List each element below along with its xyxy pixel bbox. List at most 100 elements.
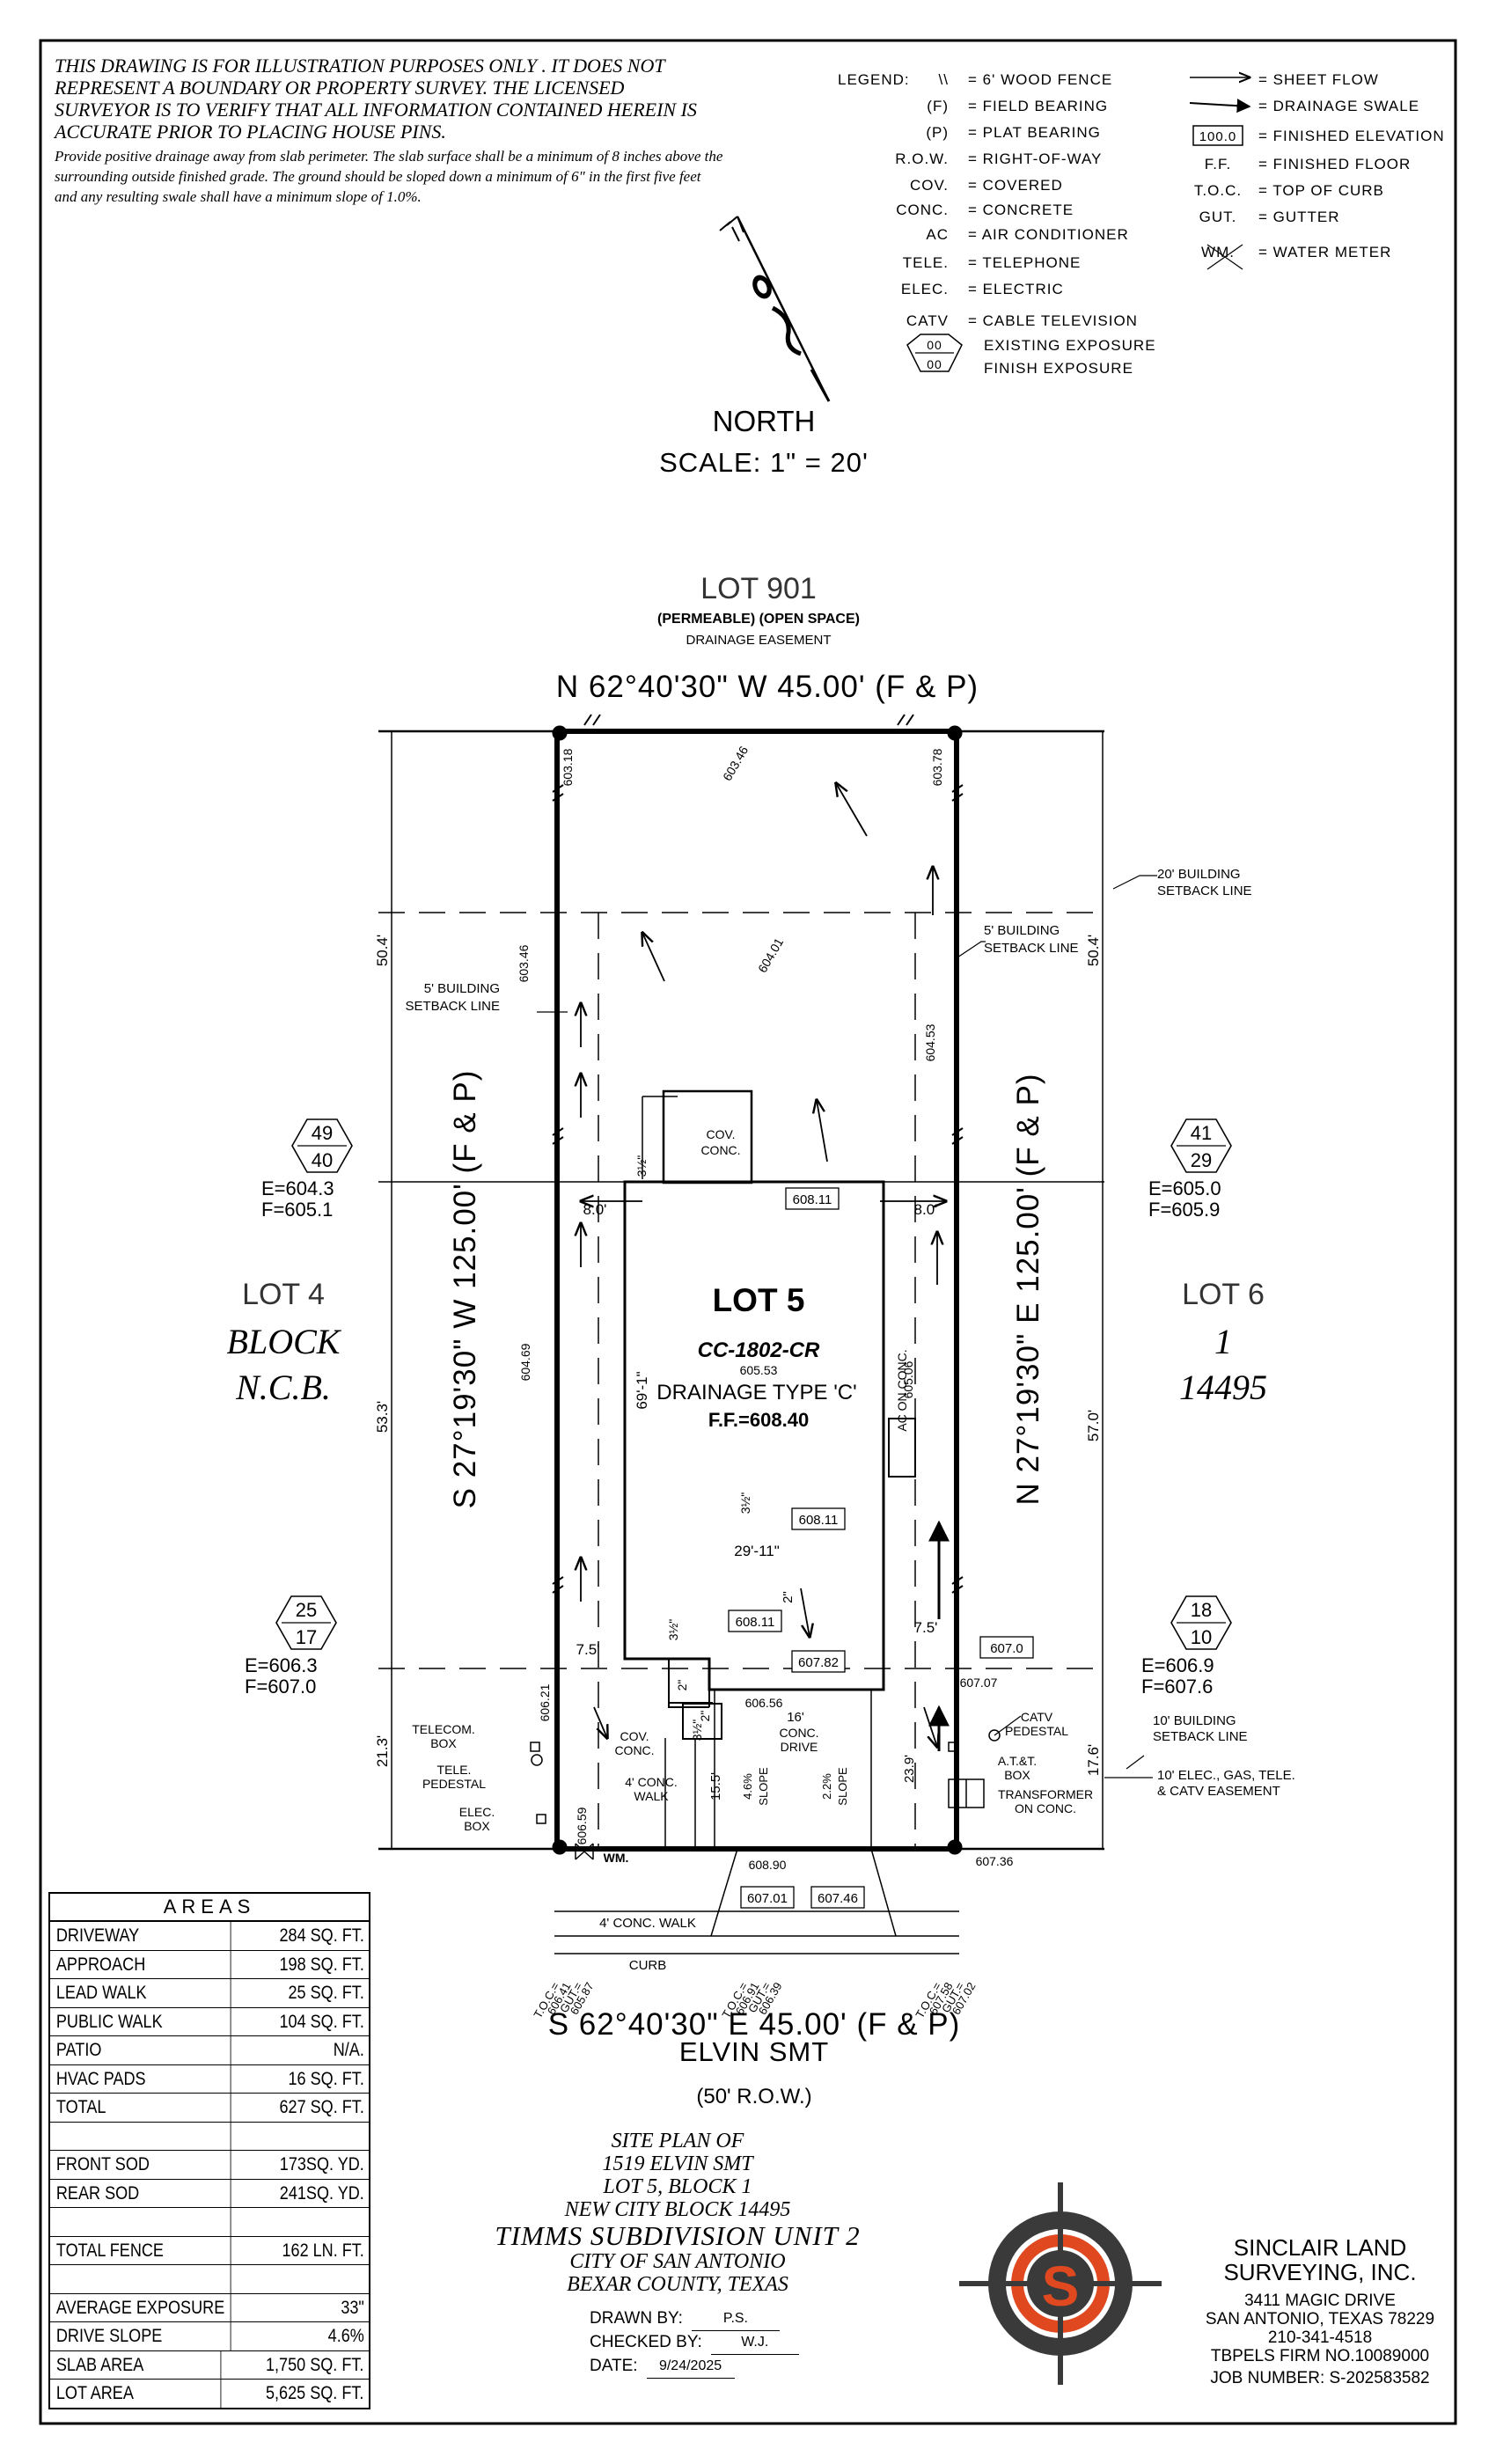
wm-label: WM. <box>604 1851 629 1865</box>
dim-2in: 2" <box>781 1591 796 1603</box>
plan-labels: S 27°19'30" W 125.00' (F & P)N 27°19'30"… <box>227 744 1295 2108</box>
legend-key: F.F. <box>1205 156 1231 172</box>
area-label: LEAD WALK <box>50 1979 231 2007</box>
area-label: LOT AREA <box>50 2380 222 2408</box>
legend-key: (F) <box>927 98 949 114</box>
dim-21-3: 21.3' <box>374 1735 391 1767</box>
spot-elevation: 605.06 <box>901 1360 915 1398</box>
area-label: FRONT SOD <box>50 2151 231 2179</box>
exposure-key: 00 00 EXISTING EXPOSURE FINISH EXPOSURE <box>906 334 1155 377</box>
area-label <box>50 2265 231 2293</box>
legend-value: = CONCRETE <box>968 202 1074 218</box>
setback-5-right: 5' BUILDING <box>984 923 1060 938</box>
spot-elevation: 603.46 <box>720 744 751 783</box>
north-arrow-tip-icon <box>810 369 831 402</box>
dim-50-4-right: 50.4' <box>1085 935 1102 966</box>
legend-value: = FINISHED FLOOR <box>1258 156 1411 172</box>
spot-elevation: 604.53 <box>923 1023 937 1061</box>
legend-value: = TOP OF CURB <box>1258 182 1384 199</box>
spot-elevation: 605.53 <box>740 1363 778 1377</box>
legend-value: = DRAINAGE SWALE <box>1258 98 1419 114</box>
dim-15-5: 15.5' <box>708 1772 723 1800</box>
area-value: 33" <box>341 2297 364 2318</box>
logo-letter: S <box>1042 2255 1080 2318</box>
elevation-value: 607.46 <box>818 1891 858 1906</box>
dim-7-5-right: 7.5' <box>914 1619 938 1636</box>
spot-elevation: 603.46 <box>517 944 531 982</box>
finish-elevation: F=607.0 <box>245 1676 316 1698</box>
lot-901-drainage: DRAINAGE EASEMENT <box>686 633 831 648</box>
spot-elevation: 603.18 <box>561 748 575 786</box>
area-value: N/A. <box>333 2040 364 2060</box>
north-arrow-feather-icon <box>719 216 744 242</box>
lead-walk-label: 4' CONC. <box>625 1775 677 1789</box>
dim-50-4-left: 50.4' <box>374 935 391 966</box>
setback-5-left-2: SETBACK LINE <box>405 999 500 1014</box>
telecom-box-icon <box>530 1742 540 1752</box>
title-line-4: NEW CITY BLOCK 14495 <box>564 2198 791 2221</box>
att-label: A.T.&T. <box>998 1754 1037 1768</box>
legend-key: 100.0 <box>1199 129 1237 144</box>
legend-key: GUT. <box>1199 209 1237 225</box>
legend-key: \\ <box>939 71 949 88</box>
tele-pedestal-label-2: PEDESTAL <box>422 1777 486 1791</box>
area-label: DRIVEWAY <box>50 1922 231 1950</box>
finish-elevation: F=607.6 <box>1141 1676 1213 1698</box>
area-value: 1,750 SQ. FT. <box>266 2354 364 2375</box>
catv-label: CATV <box>1021 1710 1053 1724</box>
company-block: SINCLAIR LAND SURVEYING, INC. 3411 MAGIC… <box>1170 2235 1470 2388</box>
job-number: JOB NUMBER: S-202583582 <box>1210 2369 1430 2387</box>
ac-on-conc: AC ON CONC. <box>895 1349 909 1431</box>
setback-10-label: 10' BUILDING <box>1153 1713 1236 1728</box>
exposure-key-bottom: 00 <box>927 357 942 371</box>
drainage-swale-symbol <box>1189 99 1251 114</box>
dim-23-9: 23.9' <box>902 1755 917 1783</box>
elevation-value: 607.82 <box>798 1655 839 1670</box>
area-label: TOTAL FENCE <box>50 2236 231 2264</box>
area-value: 284 SQ. FT. <box>279 1925 364 1946</box>
company-logo: S <box>959 2182 1162 2385</box>
telecom-label-2: BOX <box>430 1736 457 1750</box>
dim-2in-c: 2" <box>698 1711 712 1722</box>
area-value: 25 SQ. FT. <box>288 1983 364 2003</box>
spot-elevation: 608.90 <box>749 1858 787 1872</box>
credits: DRAWN BY:P.S. CHECKED BY:W.J. DATE:9/24/… <box>590 2307 854 2379</box>
cov-conc-top: COV. <box>707 1127 736 1141</box>
area-label: APPROACH <box>50 1950 231 1978</box>
company-phone: 210-341-4518 <box>1267 2328 1373 2347</box>
area-label: DRIVE SLOPE <box>50 2322 231 2350</box>
telecom-label: TELECOM. <box>412 1722 475 1736</box>
att-label-2: BOX <box>1004 1768 1030 1782</box>
dim-57-0: 57.0' <box>1085 1410 1102 1441</box>
area-label: REAR SOD <box>50 2179 231 2207</box>
setback-5-right-2: SETBACK LINE <box>984 941 1079 956</box>
easement-label: 10' ELEC., GAS, TELE. <box>1157 1768 1295 1783</box>
area-label <box>50 2122 231 2150</box>
title-block: SITE PLAN OF 1519 ELVIN SMT LOT 5, BLOCK… <box>458 2130 898 2296</box>
elevation-box <box>785 1187 840 1210</box>
slope-1-label: SLOPE <box>757 1767 770 1806</box>
leaders <box>537 875 1157 1778</box>
setback-20-label-2: SETBACK LINE <box>1157 884 1252 898</box>
legend-key: TELE. <box>903 254 949 271</box>
legend: LEGEND: \\= 6' WOOD FENCE(F)= FIELD BEAR… <box>838 71 1444 377</box>
elevation-value: 608.11 <box>793 1192 832 1207</box>
legend-value: = ELECTRIC <box>968 281 1064 297</box>
dim-3-5-b: 3½" <box>738 1492 752 1514</box>
company-name-2: SURVEYING, INC. <box>1223 2259 1417 2285</box>
legend-key: CONC. <box>896 202 949 218</box>
tele-pedestal-icon <box>531 1754 543 1766</box>
dim-16: 16' <box>787 1710 804 1725</box>
slope-2: 2.2% <box>820 1773 833 1800</box>
setback-10-label-2: SETBACK LINE <box>1153 1729 1248 1744</box>
cov-conc-top-2: CONC. <box>700 1143 740 1157</box>
company-address-2: SAN ANTONIO, TEXAS 78229 <box>1205 2310 1435 2328</box>
finished-elevation-symbol <box>1192 125 1243 146</box>
ac-pad <box>888 1418 916 1478</box>
